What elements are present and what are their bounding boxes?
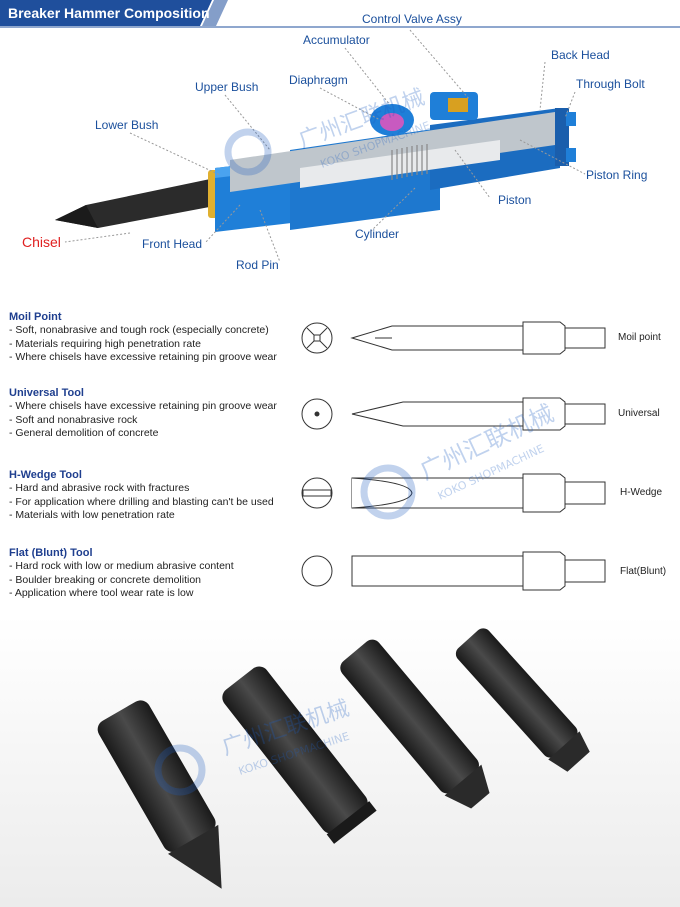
label-front-head: Front Head [142, 237, 203, 251]
tool-label-moil-point: Moil point [618, 332, 661, 343]
breaker-diagram [55, 29, 586, 263]
header-banner [0, 0, 680, 28]
label-piston-ring: Piston Ring [586, 168, 648, 182]
tool-title: Universal Tool [9, 387, 84, 399]
tool-label-universal: Universal [618, 408, 660, 419]
label-upper-bush: Upper Bush [195, 80, 259, 94]
tool-universal: Universal Tool - Where chisels have exce… [9, 386, 309, 441]
tool-title: Flat (Blunt) Tool [9, 547, 93, 559]
tool-bullet: - For application where drilling and bla… [9, 495, 274, 508]
label-diaphragm: Diaphragm [289, 73, 348, 87]
label-chisel: Chisel [22, 234, 61, 250]
tool-title: H-Wedge Tool [9, 469, 82, 481]
label-control-valve: Control Valve Assy [362, 12, 462, 26]
label-cylinder: Cylinder [355, 227, 400, 241]
chisel-product-photo [0, 615, 680, 907]
tool-label-flat-blunt: Flat(Blunt) [620, 566, 667, 577]
chisel-photo [455, 628, 590, 772]
tool-bullet: - Soft and nonabrasive rock [9, 413, 138, 426]
label-rod-pin: Rod Pin [236, 258, 279, 272]
tool-bullet: - Materials requiring high penetration r… [9, 337, 202, 350]
label-back-head: Back Head [551, 48, 610, 62]
chisel-photo [97, 700, 222, 889]
tool-moil-point: Moil Point - Soft, nonabrasive and tough… [9, 310, 309, 365]
header-title: Breaker Hammer Composition [8, 5, 210, 21]
tool-bullet: - General demolition of concrete [9, 427, 159, 439]
chisel-photo [222, 666, 377, 844]
label-piston: Piston [498, 193, 532, 207]
tool-bullet: - Where chisels have excessive retaining… [9, 351, 277, 363]
tool-bullet: - Where chisels have excessive retaining… [9, 400, 277, 412]
tool-bullet: - Hard rock with low or medium abrasive … [9, 560, 234, 572]
label-lower-bush: Lower Bush [95, 118, 159, 132]
tool-bullet: - Soft, nonabrasive and tough rock (espe… [9, 324, 269, 336]
tool-bullet: - Hard and abrasive rock with fractures [9, 482, 190, 494]
chisel-photo [340, 639, 490, 809]
tools-diagram [301, 321, 606, 591]
tool-bullet: - Application where tool wear rate is lo… [9, 587, 194, 599]
tool-h-wedge: H-Wedge Tool - Hard and abrasive rock wi… [9, 468, 309, 523]
tool-flat-blunt: Flat (Blunt) Tool - Hard rock with low o… [9, 546, 309, 601]
tool-bullet: - Boulder breaking or concrete demolitio… [9, 573, 202, 586]
tool-bullet: - Materials with low penetration rate [9, 509, 175, 521]
label-through-bolt: Through Bolt [576, 77, 645, 91]
label-accumulator: Accumulator [303, 33, 370, 47]
tool-label-h-wedge: H-Wedge [620, 487, 663, 498]
tool-title: Moil Point [9, 311, 62, 323]
